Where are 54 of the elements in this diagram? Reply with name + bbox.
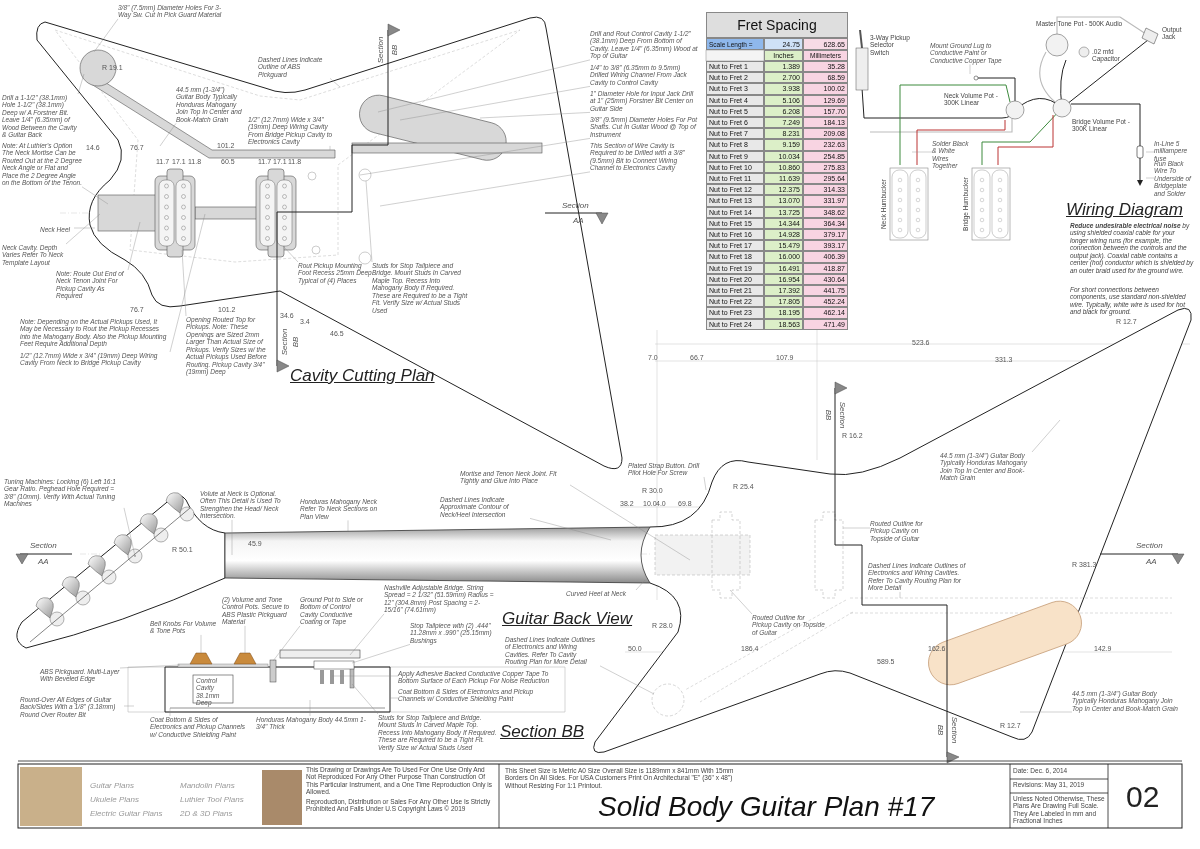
leader-line xyxy=(635,579,646,591)
plan-category: Mandolin Plans xyxy=(180,781,235,791)
leader-line xyxy=(379,171,591,207)
section-marker-label: Section xyxy=(837,401,847,429)
leader-line xyxy=(181,249,187,317)
leader-line xyxy=(349,613,385,656)
section-marker-label: Section xyxy=(280,328,290,356)
leader-line xyxy=(479,112,591,119)
leader-line xyxy=(65,213,101,245)
leader-line xyxy=(73,227,96,229)
plan-category: Guitar Plans xyxy=(90,781,135,791)
table-title: Fret Spacing xyxy=(706,12,848,38)
plan-category: Electric Guitar Plans xyxy=(90,809,163,819)
section-marker-label: BB xyxy=(823,409,833,421)
leader-line xyxy=(272,625,301,662)
leader-line xyxy=(77,73,85,95)
view-heading: Cavity Cutting Plan xyxy=(290,366,435,386)
section-marker-label: Section xyxy=(376,36,386,64)
leader-line xyxy=(282,245,299,263)
leader-line xyxy=(569,484,691,561)
section-marker-label: BB xyxy=(935,724,945,736)
leader-line xyxy=(351,644,411,664)
view-heading: Section BB xyxy=(500,722,585,742)
leader-line xyxy=(703,476,707,491)
view-heading: Wiring Diagram xyxy=(1066,200,1183,220)
plan-category: 2D & 3D Plans xyxy=(180,809,233,819)
leader-line xyxy=(351,683,379,715)
leader-line xyxy=(127,221,141,271)
section-marker-label: AA xyxy=(38,557,49,567)
leader-line xyxy=(81,186,109,205)
sheet-title: Solid Body Guitar Plan #17 xyxy=(598,791,935,824)
section-marker-label: Section xyxy=(1136,541,1163,551)
leader-line xyxy=(159,123,177,147)
leader-line xyxy=(529,518,612,541)
section-marker-label: AA xyxy=(1146,557,1157,567)
leader-line xyxy=(1031,419,1061,453)
section-marker-label: Section xyxy=(949,716,959,744)
section-marker-label: BB xyxy=(390,44,400,56)
leader-line xyxy=(599,665,655,695)
leader-line xyxy=(93,18,119,53)
view-heading: Guitar Back View xyxy=(502,609,633,629)
leader-line xyxy=(329,78,341,88)
leader-line xyxy=(377,59,591,113)
plan-category: Ukulele Plans xyxy=(90,795,139,805)
section-marker-label: BB xyxy=(291,336,301,348)
section-marker-label: Section xyxy=(30,541,57,551)
leader-line xyxy=(119,664,181,669)
sheet-number: 02 xyxy=(1126,780,1160,815)
leader-line xyxy=(365,180,373,263)
leader-line xyxy=(359,138,591,176)
leader-line xyxy=(399,86,591,121)
leader-line xyxy=(169,213,206,353)
leader-line xyxy=(729,589,753,615)
plan-category: Luthier Tool Plans xyxy=(180,795,244,805)
